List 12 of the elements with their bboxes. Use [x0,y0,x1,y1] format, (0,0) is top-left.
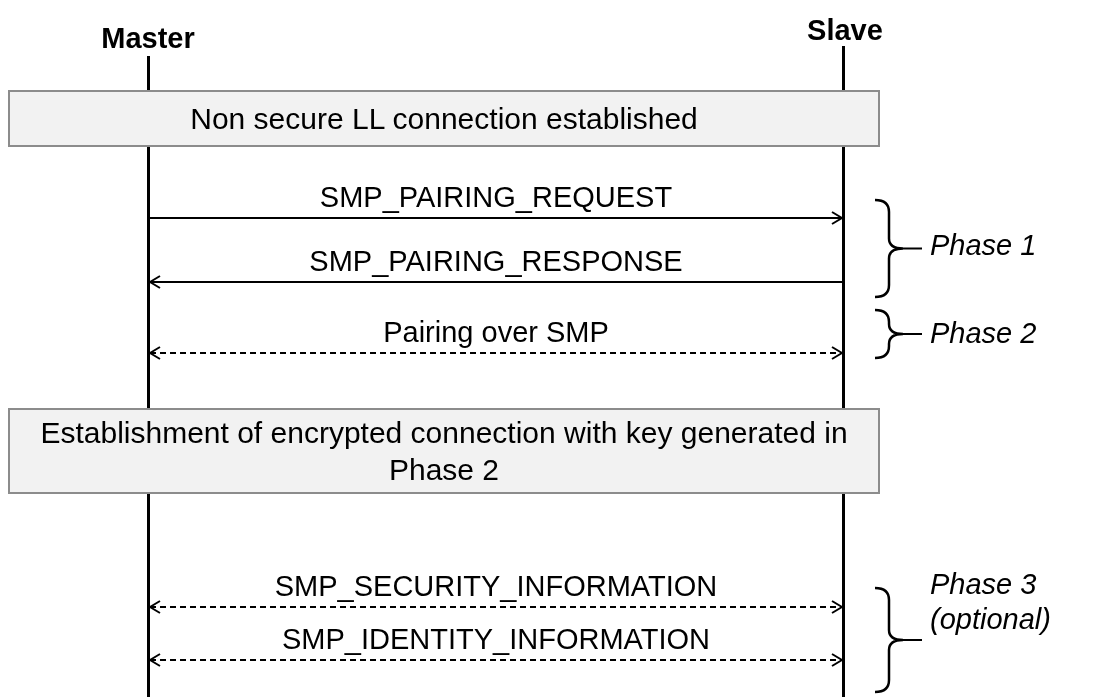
lifeline-header: Master [78,22,218,58]
phase-label: Phase 1 [930,228,1038,263]
lifeline-header: Slave [775,14,915,50]
message-arrow [149,653,843,667]
phase-label: Phase 2 [930,316,1038,351]
message-arrow [149,600,843,614]
message-arrow [149,346,843,360]
message-arrow [149,211,843,225]
phase-label: Phase 3 (optional) [930,567,1052,637]
phase-band: Non secure LL connection established [8,90,880,147]
message-arrow [149,275,843,289]
phase-band: Establishment of encrypted connection with key generated in Phase 2 [8,408,880,494]
